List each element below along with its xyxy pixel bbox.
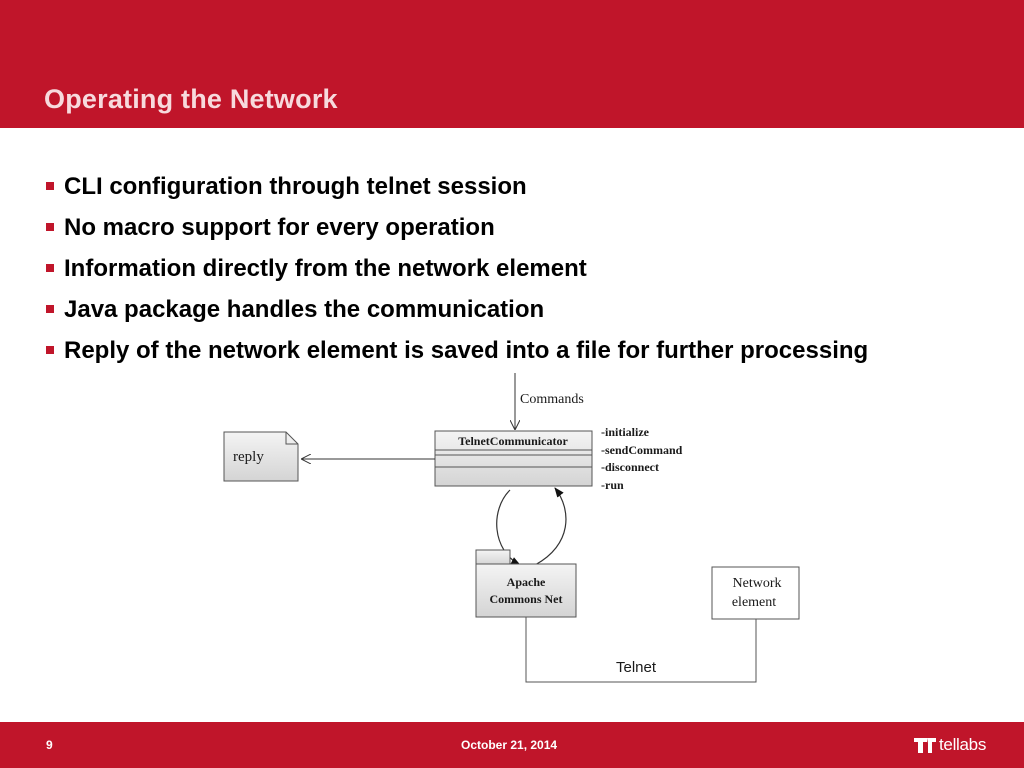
bullet-item: No macro support for every operation (44, 213, 904, 243)
bullet-text: Reply of the network element is saved in… (64, 337, 869, 364)
uml-diagram: Commands TelnetCommunicator -initialize … (223, 373, 800, 683)
method-initialize: -initialize (601, 425, 650, 439)
header-bar: Operating the Network (0, 0, 1024, 128)
page-number: 9 (46, 738, 53, 752)
bullet-text: No macro support for every operation (64, 214, 495, 241)
bullet-list: CLI configuration through telnet session… (44, 172, 904, 377)
bullet-item: Information directly from the network el… (44, 254, 904, 284)
footer-bar: 9 October 21, 2014 tellabs (0, 722, 1024, 768)
bullet-item: Reply of the network element is saved in… (44, 336, 904, 366)
network-element-line2: element (732, 595, 776, 610)
class-name: TelnetCommunicator (458, 434, 568, 448)
bullet-text: Java package handles the communication (64, 296, 545, 323)
bullet-square-icon (46, 182, 54, 190)
telnet-label: Telnet (616, 659, 657, 676)
method-run: -run (601, 478, 624, 492)
tellabs-logo: tellabs (913, 734, 986, 756)
bullet-text: CLI configuration through telnet session (64, 173, 527, 200)
footer-date: October 21, 2014 (461, 738, 558, 752)
package-label-line1: Apache (507, 575, 546, 589)
bullet-text: Information directly from the network el… (64, 255, 587, 282)
bullet-square-icon (46, 264, 54, 272)
call-arrow-up (534, 487, 567, 566)
package-apache-commons-net: Apache Commons Net (475, 549, 577, 618)
class-box-telnetcommunicator: TelnetCommunicator (434, 430, 593, 487)
network-element-line1: Network (733, 576, 782, 591)
telnet-connector (525, 617, 757, 683)
bullet-square-icon (46, 223, 54, 231)
bullet-square-icon (46, 346, 54, 354)
tellabs-logo-text: tellabs (939, 735, 987, 754)
reply-label: reply (233, 449, 264, 465)
bullet-item: Java package handles the communication (44, 295, 904, 325)
method-disconnect: -disconnect (601, 460, 659, 474)
network-element-box: Network element (711, 566, 800, 620)
commands-label: Commands (520, 392, 584, 407)
package-label-line2: Commons Net (490, 592, 563, 606)
tellabs-logo-icon (914, 738, 936, 753)
method-sendcommand: -sendCommand (601, 443, 683, 457)
bullet-square-icon (46, 305, 54, 313)
bullet-item: CLI configuration through telnet session (44, 172, 904, 202)
reply-document-icon: reply (223, 431, 299, 482)
slide-title: Operating the Network (44, 84, 338, 114)
call-arrow-down (496, 489, 521, 566)
